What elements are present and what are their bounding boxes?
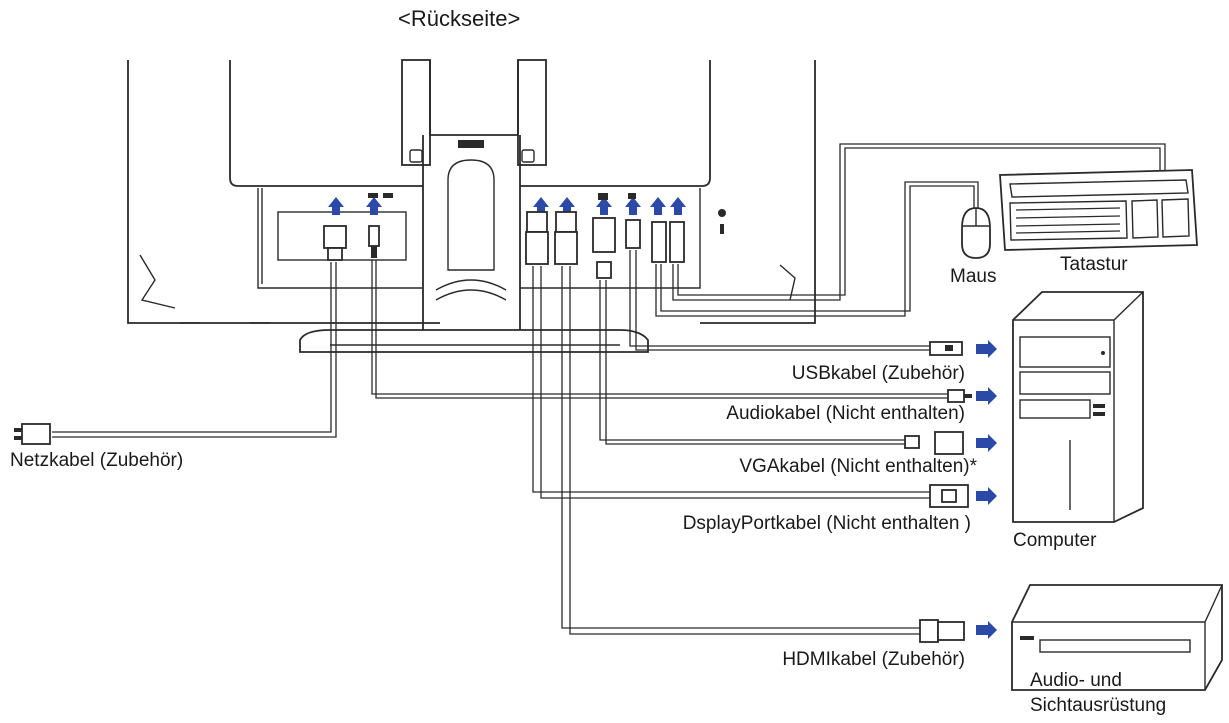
displayport-cable-label: DsplayPortkabel (Nicht enthalten ) xyxy=(682,513,971,534)
keyboard-label: Tatastur xyxy=(1060,254,1128,275)
av-device-label-line1: Audio- und xyxy=(1030,670,1122,691)
computer-tower-icon xyxy=(1012,291,1144,523)
av-device-label-line2: Sichtausrüstung xyxy=(1030,695,1167,716)
audio-cable-label: Audiokabel (Nicht enthalten) xyxy=(726,403,965,424)
cable-end-connectors xyxy=(14,341,972,643)
usb-cable-label: USBkabel (Zubehör) xyxy=(791,363,965,384)
hdmi-cable-label: HDMIkabel (Zubehör) xyxy=(782,649,965,670)
cable-lines xyxy=(52,143,1166,635)
computer-label: Computer xyxy=(1013,530,1097,551)
port-icons xyxy=(368,193,636,200)
device-arrows xyxy=(976,340,997,639)
keyboard-icon xyxy=(999,169,1198,251)
monitor-plugs xyxy=(323,211,685,279)
mouse-icon xyxy=(961,207,991,259)
power-cable-label: Netzkabel (Zubehör) xyxy=(10,450,184,471)
vga-cable-label: VGAkabel (Nicht enthalten)* xyxy=(739,456,977,477)
monitor-back xyxy=(127,59,816,353)
diagram-title: <Rückseite> xyxy=(398,6,521,31)
mouse-label: Maus xyxy=(950,266,997,287)
av-device-icon xyxy=(1011,584,1223,691)
